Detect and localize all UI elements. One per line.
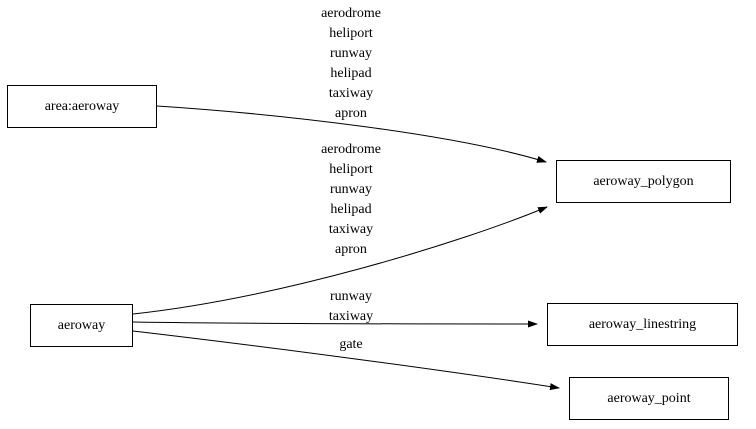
edge-label-aeroway-to-point: gate	[339, 337, 363, 352]
edge-label-aeroway-to-linestring: runway taxiway	[328, 289, 374, 324]
node-aeroway: aeroway	[30, 304, 133, 347]
node-aeroway-point: aeroway_point	[569, 377, 729, 420]
edge-area-aeroway-to-aeroway-polygon	[156, 105, 547, 163]
node-aeroway-linestring: aeroway_linestring	[547, 303, 738, 346]
edge-label-aeroway-to-polygon: aerodrome heliport runway helipad taxiwa…	[321, 142, 381, 257]
node-area-aeroway-label: area:aeroway	[44, 98, 120, 114]
edge-aeroway-to-aeroway-point	[132, 330, 560, 391]
node-aeroway-point-label: aeroway_point	[607, 390, 691, 406]
node-aeroway-label: aeroway	[57, 317, 106, 333]
node-aeroway-polygon: aeroway_polygon	[556, 160, 731, 203]
edge-label-area-aeroway-to-polygon: aerodrome heliport runway helipad taxiwa…	[321, 6, 381, 121]
node-aeroway-polygon-label: aeroway_polygon	[593, 173, 694, 189]
edge-aeroway-to-aeroway-linestring	[132, 320, 538, 328]
edge-aeroway-to-aeroway-polygon	[132, 206, 548, 315]
node-aeroway-linestring-label: aeroway_linestring	[588, 316, 697, 332]
node-area-aeroway: area:aeroway	[7, 85, 157, 128]
